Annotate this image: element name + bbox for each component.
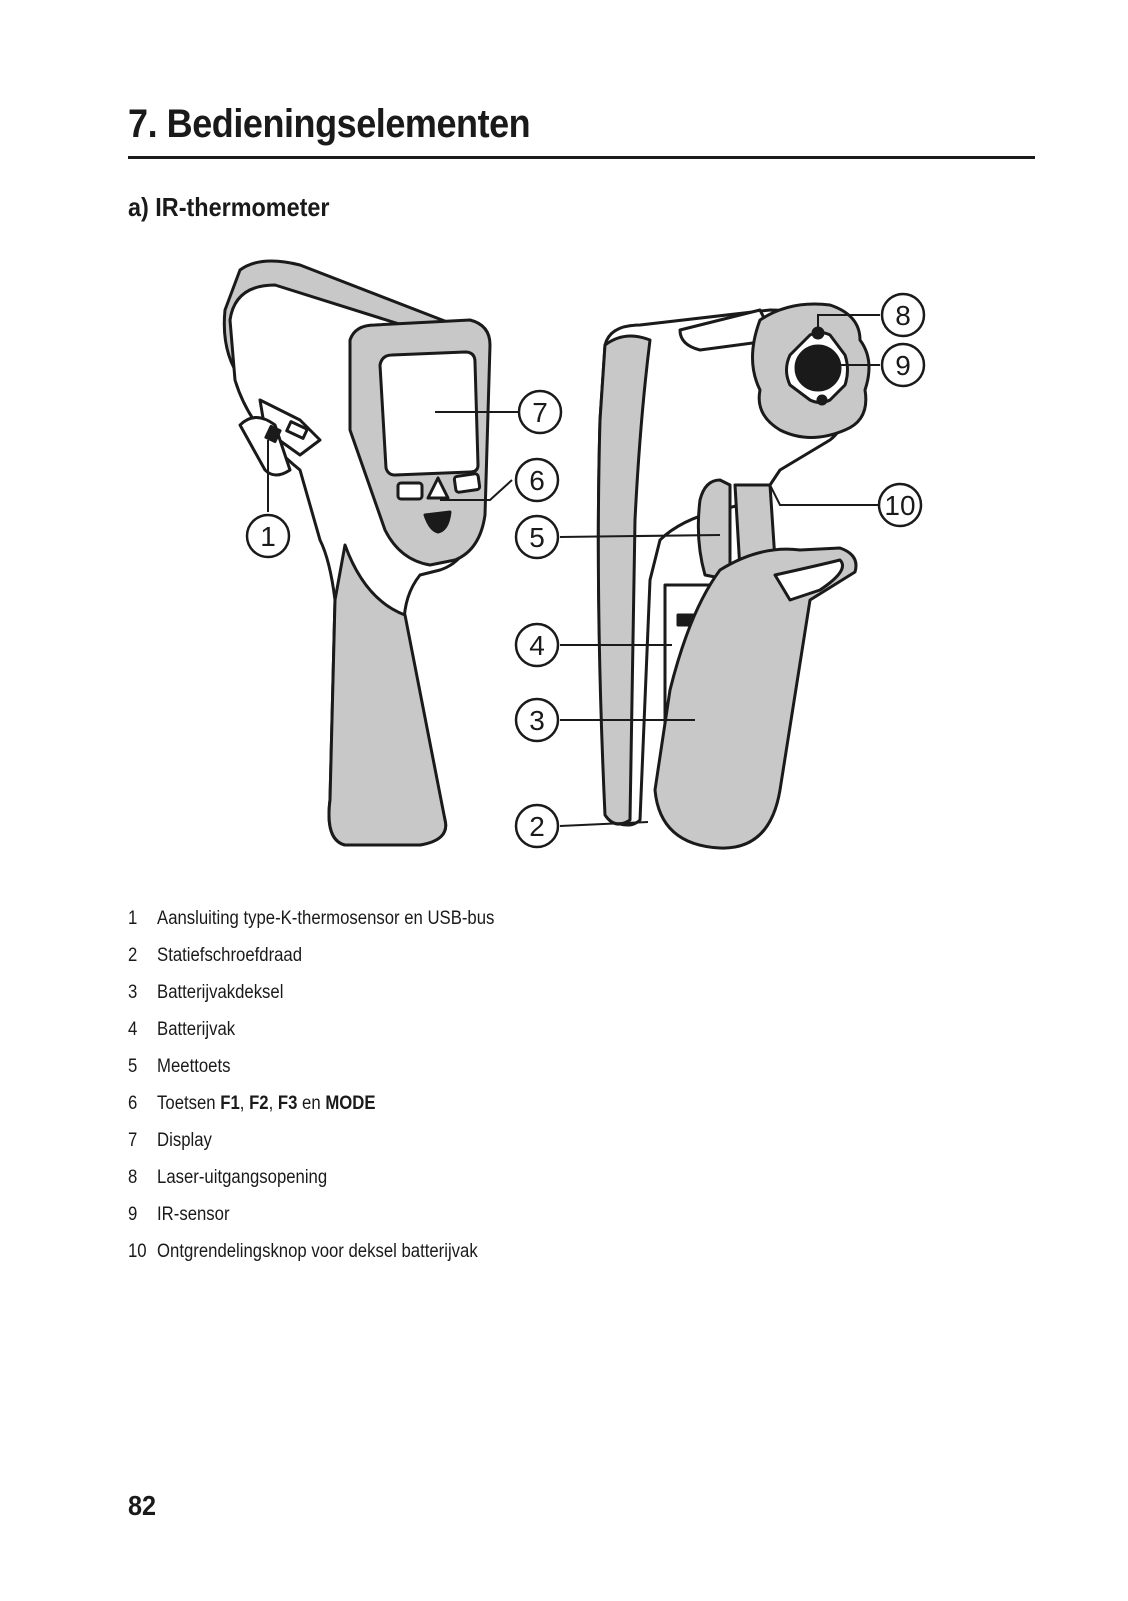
callout-2: 2 [514, 803, 560, 849]
leader-8 [817, 314, 880, 328]
leader-2 [559, 821, 649, 827]
svg-text:8: 8 [895, 300, 911, 331]
side-connector-flap [238, 416, 292, 477]
front-display [378, 350, 480, 477]
page-number: 82 [128, 1490, 157, 1521]
svg-text:1: 1 [260, 521, 276, 552]
measure-trigger [696, 478, 732, 582]
usb-port [285, 420, 309, 440]
svg-text:7: 7 [532, 397, 548, 428]
battery-cover-hook [773, 558, 844, 602]
ir-sensor-lens [794, 344, 842, 392]
callout-9: 9 [880, 342, 926, 388]
subsection-title: a) IR-thermometer [128, 192, 330, 222]
section-title: 7. Bedieningselementen [128, 102, 531, 146]
svg-text:6: 6 [529, 465, 545, 496]
svg-text:4: 4 [529, 630, 545, 661]
callout-5: 5 [514, 514, 560, 560]
f3-button [452, 472, 482, 494]
leader-10 [769, 484, 878, 506]
sensor-port [264, 424, 282, 444]
lower-screw [816, 394, 828, 406]
leader-6 [440, 479, 513, 501]
svg-text:10: 10 [884, 490, 915, 521]
f1-button [396, 481, 424, 501]
mode-button [426, 476, 450, 500]
front-grip [327, 543, 448, 847]
callout-4: 4 [514, 622, 560, 668]
leader-5 [559, 534, 721, 538]
callout-1: 1 [245, 513, 291, 559]
callout-3: 3 [514, 697, 560, 743]
svg-text:3: 3 [529, 705, 545, 736]
callout-6: 6 [514, 457, 560, 503]
title-rule [128, 156, 1035, 159]
callout-8: 8 [880, 292, 926, 338]
callout-10: 10 [877, 482, 923, 528]
svg-text:2: 2 [529, 811, 545, 842]
thermometer-illustration: 1 2 3 4 5 6 7 8 9 10 [222, 259, 926, 850]
battery-cover [653, 546, 858, 850]
callout-7: 7 [517, 389, 563, 435]
svg-text:9: 9 [895, 350, 911, 381]
svg-text:5: 5 [529, 522, 545, 553]
laser-aperture [811, 326, 825, 340]
measure-trigger-front [423, 510, 452, 534]
